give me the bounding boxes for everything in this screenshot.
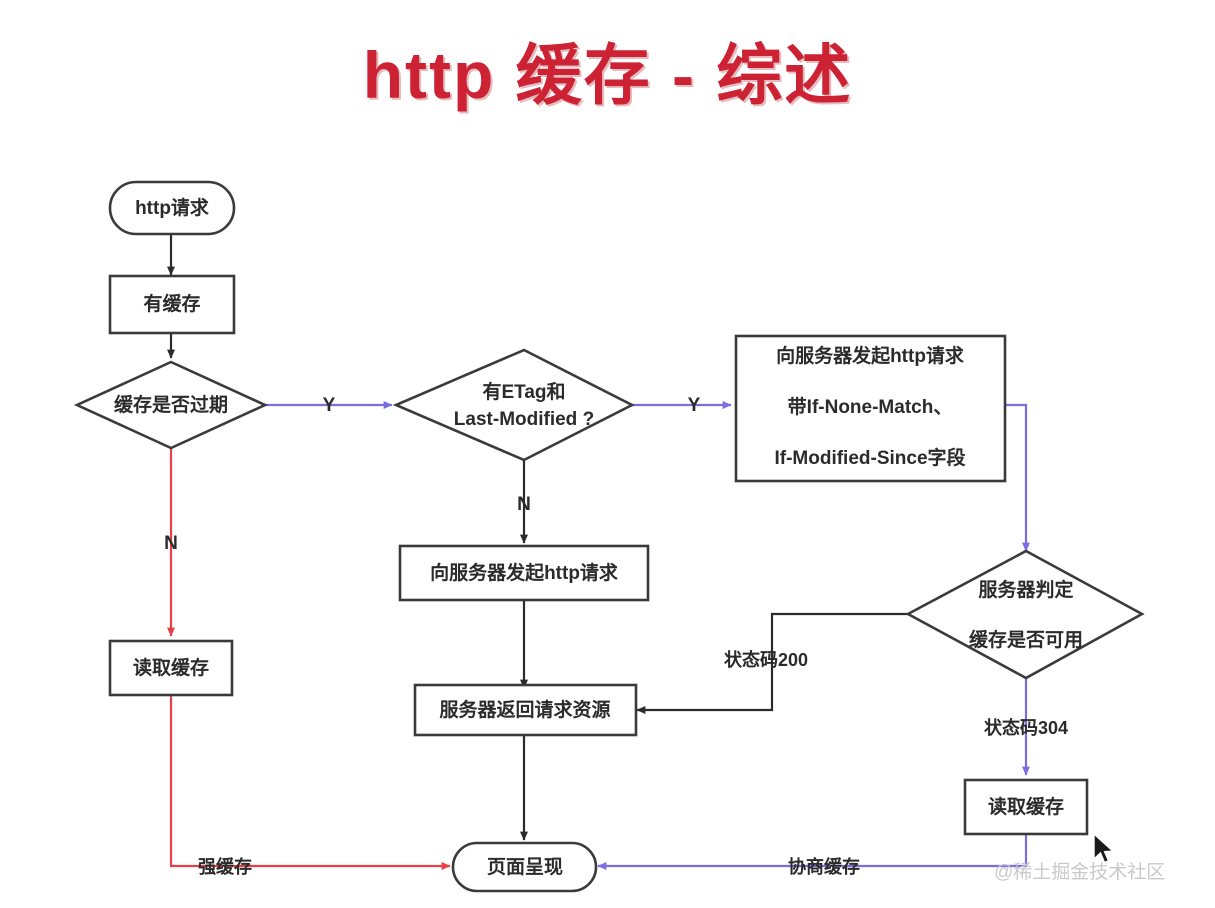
edge-serverjudge-200-to-serverreturn xyxy=(636,612,909,714)
node-cache-expired[interactable]: 缓存是否过期 xyxy=(73,360,269,450)
edge-label-negotiate-cache: 协商缓存 xyxy=(788,856,860,877)
edge-label-expired-no: N xyxy=(164,533,178,554)
node-shape-diamond xyxy=(73,360,269,450)
node-label-send-http-request: 向服务器发起http请求 xyxy=(430,561,619,584)
edge-label-expired-yes: Y xyxy=(323,395,336,416)
edge-labels-layer: Y N N Y 状态码200 状态码304 强缓存 协商缓存 xyxy=(164,395,1068,877)
page-title: http 缓存 - 综述 xyxy=(362,38,853,112)
node-shape-rect xyxy=(398,544,650,602)
node-shape-diamond xyxy=(392,348,635,462)
node-shape-rect xyxy=(108,274,236,335)
node-label-has-cache: 有缓存 xyxy=(143,292,200,315)
node-read-cache-right[interactable]: 读取缓存 xyxy=(963,778,1089,836)
node-label-has-etag-line1: 有ETag和 xyxy=(482,380,565,403)
node-read-cache-left[interactable]: 读取缓存 xyxy=(108,639,234,697)
node-label-cache-expired: 缓存是否过期 xyxy=(114,393,228,416)
node-has-cache[interactable]: 有缓存 xyxy=(108,274,236,335)
node-shape-rect xyxy=(963,778,1089,836)
node-shape-diamond xyxy=(905,549,1145,680)
node-label-has-etag-line2: Last-Modified ? xyxy=(454,409,594,430)
edge-label-etag-no: N xyxy=(517,494,531,515)
node-label-read-cache-left: 读取缓存 xyxy=(133,656,209,679)
node-server-return[interactable]: 服务器返回请求资源 xyxy=(413,683,638,737)
node-label-http-request: http请求 xyxy=(135,196,210,219)
node-shape-stadium xyxy=(108,180,236,236)
node-shape-rect xyxy=(108,639,234,697)
node-label-read-cache-right: 读取缓存 xyxy=(988,795,1064,818)
node-label-page-render: 页面呈现 xyxy=(487,856,563,878)
node-page-render[interactable]: 页面呈现 xyxy=(451,841,598,893)
edge-label-status-304: 状态码304 xyxy=(984,717,1068,738)
watermark-text: @稀土掘金技术社区 xyxy=(994,862,1166,883)
edge-label-etag-yes: Y xyxy=(688,395,701,416)
node-label-conditional-line2: 带If-None-Match、 xyxy=(788,396,953,418)
node-label-conditional-line1: 向服务器发起http请求 xyxy=(776,344,965,367)
node-send-http-request[interactable]: 向服务器发起http请求 xyxy=(398,544,650,602)
node-shape-stadium xyxy=(451,841,598,893)
node-label-server-return: 服务器返回请求资源 xyxy=(439,698,610,721)
node-shape-rect xyxy=(413,683,638,737)
edge-conditional-to-serverjudge xyxy=(1005,403,1030,552)
node-shape-rect xyxy=(734,334,1007,483)
node-has-etag[interactable]: 有ETag和 Last-Modified ? xyxy=(392,348,635,462)
edge-readcache-strong-to-pagerender xyxy=(169,695,451,870)
node-server-judge[interactable]: 服务器判定 缓存是否可用 xyxy=(905,549,1145,680)
edges-layer xyxy=(167,233,1030,870)
node-label-server-judge-line2: 缓存是否可用 xyxy=(969,628,1083,651)
node-label-conditional-line3: If-Modified-Since字段 xyxy=(774,446,966,469)
edge-readcache-negotiate-to-pagerender xyxy=(597,834,1028,870)
node-label-server-judge-line1: 服务器判定 xyxy=(978,578,1073,601)
edge-label-status-200: 状态码200 xyxy=(724,649,808,670)
edge-label-strong-cache: 强缓存 xyxy=(198,856,252,877)
node-conditional-request[interactable]: 向服务器发起http请求 带If-None-Match、 If-Modified… xyxy=(734,334,1007,483)
node-http-request[interactable]: http请求 xyxy=(108,180,236,236)
